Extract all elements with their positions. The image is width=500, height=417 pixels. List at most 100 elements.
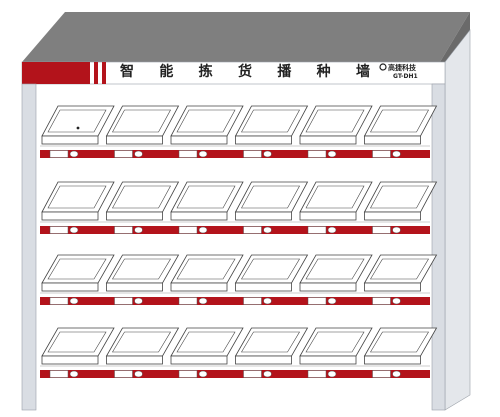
left-pillar	[21, 83, 37, 411]
bin-opening	[47, 331, 107, 353]
confirm-button-indicator	[327, 297, 337, 305]
bin-opening	[369, 109, 430, 133]
bin-front	[299, 355, 357, 365]
bin-opening	[305, 258, 365, 280]
title-char: 种	[316, 64, 331, 80]
bin-opening	[305, 331, 365, 353]
confirm-button-indicator	[69, 370, 79, 378]
title-char: 拣	[198, 64, 213, 80]
label-rail	[40, 297, 430, 305]
bin-opening	[305, 109, 365, 133]
bin-rim	[170, 181, 244, 213]
bin-front	[170, 211, 228, 221]
bin-opening	[240, 258, 301, 280]
bin-front	[364, 135, 421, 145]
confirm-button-indicator	[198, 150, 208, 158]
electronic-label	[372, 370, 391, 378]
title-char: 播	[277, 64, 292, 80]
bin-rim	[41, 181, 115, 213]
bin-rim	[363, 105, 438, 137]
bin-front	[170, 355, 228, 365]
confirm-button-indicator	[263, 370, 272, 378]
bin-front	[41, 282, 99, 292]
title-char: 墙	[355, 64, 370, 80]
electronic-label	[243, 297, 262, 305]
bin-front	[235, 135, 292, 145]
bin-front	[235, 355, 292, 365]
bin-opening	[111, 109, 172, 133]
bin-opening	[176, 258, 236, 280]
bin-opening	[111, 331, 172, 353]
electronic-label	[243, 150, 262, 158]
right-pillar	[431, 83, 446, 411]
electronic-label	[372, 297, 391, 305]
confirm-button-indicator	[392, 226, 401, 234]
title-char: 能	[159, 64, 174, 80]
bin-rim	[363, 181, 438, 213]
confirm-button-indicator	[263, 297, 272, 305]
bin-opening	[47, 185, 107, 209]
bin-opening	[111, 258, 172, 280]
bin-front	[106, 355, 163, 365]
electronic-label	[178, 370, 198, 378]
bin-front	[41, 355, 99, 365]
confirm-button-indicator	[327, 226, 337, 234]
electronic-label	[307, 150, 327, 158]
right-side-wall	[444, 29, 471, 411]
bin-opening	[369, 185, 430, 209]
bin-opening	[240, 109, 301, 133]
confirm-button-indicator	[263, 226, 272, 234]
bin-front	[299, 135, 357, 145]
electronic-label	[243, 370, 262, 378]
bin-front	[41, 135, 99, 145]
bin-rim	[105, 181, 180, 213]
bin-front	[299, 211, 357, 221]
bin-opening	[369, 331, 430, 353]
electronic-label	[178, 297, 198, 305]
bin-opening	[176, 109, 236, 133]
model-code: GT-DH1	[393, 73, 418, 80]
title-char: 智	[120, 64, 134, 80]
confirm-button-indicator	[198, 226, 208, 234]
electronic-label	[178, 226, 198, 234]
bin-opening	[47, 258, 107, 280]
confirm-button-indicator	[327, 150, 337, 158]
bin-rim	[170, 105, 244, 137]
electronic-label	[114, 370, 133, 378]
bin-opening	[176, 185, 236, 209]
confirm-button-indicator	[134, 297, 143, 305]
bin-rim	[234, 181, 309, 213]
title-char: 货	[237, 64, 252, 80]
bin-front	[235, 211, 292, 221]
confirm-button-indicator	[392, 370, 401, 378]
bin-front	[106, 282, 163, 292]
bin-front	[364, 355, 421, 365]
bin-rim	[234, 105, 309, 137]
electronic-label	[49, 150, 69, 158]
bin-opening	[176, 331, 236, 353]
bin-rim	[105, 105, 180, 137]
bin-opening	[369, 258, 430, 280]
brand-name: 高捷科技	[388, 64, 416, 72]
confirm-button-indicator	[134, 226, 143, 234]
confirm-button-indicator	[392, 150, 401, 158]
electronic-label	[49, 370, 69, 378]
electronic-label	[114, 226, 133, 234]
label-rail	[40, 226, 430, 234]
bin-opening	[305, 185, 365, 209]
bin-front	[364, 282, 421, 292]
label-rail	[40, 150, 430, 158]
bin-front	[170, 135, 228, 145]
confirm-button-indicator	[134, 150, 143, 158]
confirm-button-indicator	[198, 297, 208, 305]
wall-title: 智 能 拣 货 播 种 墙	[120, 63, 370, 81]
bin-opening	[47, 109, 107, 133]
electronic-label	[114, 297, 133, 305]
shelf-rows	[40, 105, 438, 378]
confirm-button-indicator	[198, 370, 208, 378]
confirm-button-indicator	[69, 226, 79, 234]
bin-front	[106, 211, 163, 221]
bin-opening	[240, 331, 301, 353]
